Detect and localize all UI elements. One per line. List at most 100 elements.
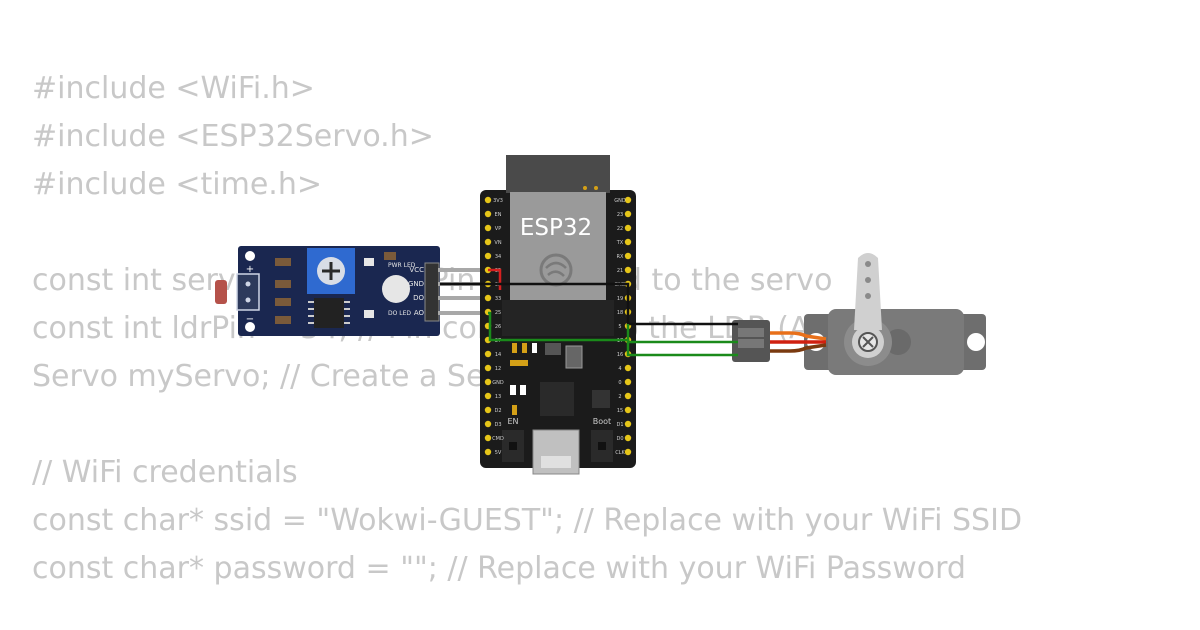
wire-ao[interactable] [488, 311, 738, 344]
right-pin-pad[interactable] [624, 266, 632, 274]
right-pin-pad[interactable] [624, 210, 632, 218]
left-pin-pad[interactable] [484, 364, 492, 372]
left-pin-pad[interactable] [484, 378, 492, 386]
left-pin-label: 33 [495, 296, 501, 302]
right-pin-label: 2 [618, 394, 621, 400]
pwr-led-label: PWR LED [388, 262, 416, 269]
left-pin-label: 13 [495, 394, 501, 400]
sensor-dome [382, 275, 410, 303]
right-pin-label: D1 [616, 422, 623, 428]
boot-button-label: Boot [593, 417, 611, 426]
module-castellation [502, 300, 614, 336]
left-pin-pad[interactable] [484, 252, 492, 260]
ldr-socket [236, 273, 260, 311]
right-pin-label: 16 [617, 352, 623, 358]
header-pin-do[interactable] [438, 296, 488, 300]
left-pin-pad[interactable] [484, 210, 492, 218]
wire-ground[interactable] [440, 282, 738, 326]
left-pin-pad[interactable] [484, 420, 492, 428]
left-pin-pad[interactable] [484, 196, 492, 204]
comparator-chip [314, 298, 344, 328]
left-pin-label: GND [492, 380, 504, 386]
code-line: #include <WiFi.h> [32, 71, 315, 106]
servo-lead-ground [768, 343, 827, 353]
pin-label-vcc: VCC [409, 266, 424, 274]
right-pin-label: GND [614, 198, 626, 204]
right-pin-pad[interactable] [624, 406, 632, 414]
header-pin-ao[interactable] [438, 311, 488, 315]
left-pin-pad[interactable] [484, 434, 492, 442]
code-line: #include <ESP32Servo.h> [32, 119, 434, 154]
right-pin-label: 4 [618, 366, 621, 372]
left-pin-pad[interactable] [484, 350, 492, 358]
ldr-module[interactable]: + − PWR LED DO LED VCC GND DO AO [215, 246, 488, 336]
wires [440, 268, 738, 357]
minus-label: − [246, 314, 254, 325]
mount-hole [245, 322, 255, 332]
left-pin-pad[interactable] [484, 238, 492, 246]
left-pin-pad[interactable] [484, 406, 492, 414]
right-pin-pad[interactable] [624, 434, 632, 442]
right-pin-label: 22 [617, 226, 623, 232]
right-pin-pad[interactable] [624, 364, 632, 372]
right-pin-label: TX [616, 240, 624, 246]
ldr-header [424, 262, 440, 322]
potentiometer-cross-icon [322, 262, 340, 280]
plus-label: + [246, 264, 254, 275]
servo-motor[interactable] [732, 253, 986, 375]
right-pin-pad[interactable] [624, 378, 632, 386]
left-pin-label: D3 [494, 422, 501, 428]
servo-lead-signal [768, 331, 827, 341]
pin-label-ao: AO [414, 309, 425, 317]
left-pin-header: 3V3ENVPVN343532332526271412GND13D2D3CMD5… [484, 196, 504, 456]
en-button-label: EN [507, 417, 518, 426]
right-pin-label: 19 [617, 296, 623, 302]
left-pin-label: 3V3 [493, 198, 503, 204]
right-pin-label: 18 [617, 310, 623, 316]
pwr-led [364, 258, 374, 266]
left-pin-label: 26 [495, 324, 501, 330]
do-led-label: DO LED [388, 310, 411, 317]
pin-label-gnd: GND [408, 280, 424, 288]
antenna [506, 155, 610, 193]
right-pin-pad[interactable] [624, 448, 632, 456]
header-pin-vcc[interactable] [438, 268, 488, 272]
right-pin-pad[interactable] [624, 252, 632, 260]
wire-servo-signal[interactable] [626, 324, 738, 357]
pin-label-do: DO [413, 294, 424, 302]
code-line: const char* ssid = "Wokwi-GUEST"; // Rep… [32, 503, 1023, 538]
left-pin-label: EN [495, 212, 502, 218]
regulator [565, 345, 583, 369]
right-pin-pad[interactable] [624, 420, 632, 428]
photoresistor [215, 280, 227, 304]
right-pin-label: D0 [616, 436, 623, 442]
mount-hole [967, 333, 985, 351]
mount-hole [245, 251, 255, 261]
left-pin-pad[interactable] [484, 448, 492, 456]
left-pin-label: 14 [495, 352, 501, 358]
right-pin-pad[interactable] [624, 224, 632, 232]
left-pin-label: VP [495, 226, 501, 232]
left-pin-label: CMD [492, 436, 504, 442]
right-pin-label: RX [617, 254, 624, 260]
left-pin-pad[interactable] [484, 224, 492, 232]
code-line: const char* password = ""; // Replace wi… [32, 551, 966, 586]
right-pin-label: CLK [615, 450, 625, 456]
esp32-board[interactable]: ESP32 EN Boot 3V3ENVPVN34353233252627141… [480, 155, 636, 475]
code-line: // WiFi credentials [32, 455, 298, 490]
do-led [364, 310, 374, 318]
servo-horn[interactable] [854, 253, 882, 330]
right-pin-pad[interactable] [624, 196, 632, 204]
left-pin-label: 34 [495, 254, 501, 260]
code-line: #include <time.h> [32, 167, 322, 202]
left-pin-label: VN [494, 240, 501, 246]
right-pin-label: 0 [618, 380, 621, 386]
right-pin-pad[interactable] [624, 238, 632, 246]
left-pin-label: 5V [495, 450, 502, 456]
left-pin-pad[interactable] [484, 392, 492, 400]
usb-uart-chip [540, 382, 574, 416]
left-pin-label: 25 [495, 310, 501, 316]
left-pin-label: D2 [494, 408, 501, 414]
right-pin-pad[interactable] [624, 392, 632, 400]
left-pin-pad[interactable] [484, 294, 492, 302]
